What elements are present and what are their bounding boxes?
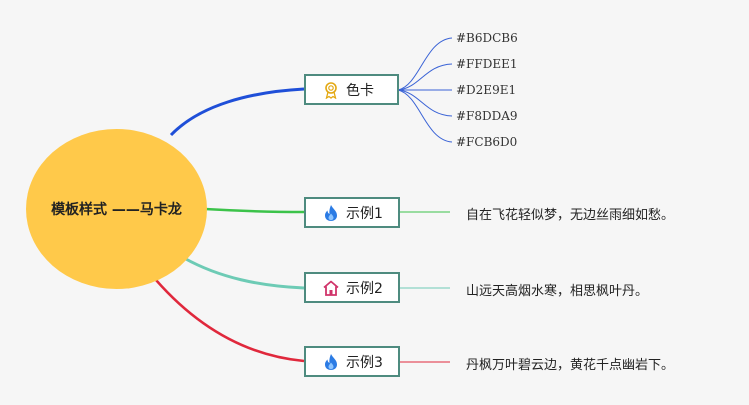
leaf-text-example-1[interactable]: 自在飞花轻似梦，无边丝雨细如愁。: [466, 208, 675, 223]
leaf-text-example-3[interactable]: 丹枫万叶碧云边，黄花千点幽岩下。: [466, 358, 675, 373]
award-ribbon-icon: [322, 81, 340, 99]
flame-icon: [322, 204, 340, 222]
branch-connector-2: [204, 207, 305, 214]
leaf-text-example-2[interactable]: 山远天高烟水寒，相思枫叶丹。: [466, 284, 649, 299]
central-topic[interactable]: 模板样式 ——马卡龙: [26, 129, 207, 289]
branch-label-color-card: 色卡: [346, 82, 374, 99]
hex-leaf-4[interactable]: #F8DDA9: [456, 109, 518, 123]
hex-connector-2: [397, 63, 453, 91]
flame-icon: [322, 353, 340, 371]
branch-node-example-3[interactable]: 示例3: [304, 346, 400, 377]
branch-node-example-2[interactable]: 示例2: [304, 272, 400, 303]
home-icon: [322, 279, 340, 297]
branch-connector-3: [183, 256, 305, 290]
hex-leaf-5[interactable]: #FCB6D0: [456, 135, 518, 149]
branch-node-example-1[interactable]: 示例1: [304, 197, 400, 228]
hex-connector-1: [397, 37, 453, 91]
branch-label-example-3: 示例3: [346, 354, 383, 371]
branch-node-color-card[interactable]: 色卡: [304, 74, 399, 105]
central-topic-label: 模板样式 ——马卡龙: [51, 202, 182, 218]
hex-leaf-2[interactable]: #FFDEE1: [456, 57, 518, 71]
branch-label-example-1: 示例1: [346, 205, 383, 222]
hex-leaf-3[interactable]: #D2E9E1: [456, 83, 517, 97]
hex-leaf-1[interactable]: #B6DCB6: [456, 31, 518, 45]
branch-connector-1: [169, 87, 305, 137]
branch-connector-4: [155, 279, 305, 363]
hex-connector-4: [397, 89, 453, 117]
branch-label-example-2: 示例2: [346, 280, 383, 297]
hex-connector-5: [397, 89, 453, 143]
